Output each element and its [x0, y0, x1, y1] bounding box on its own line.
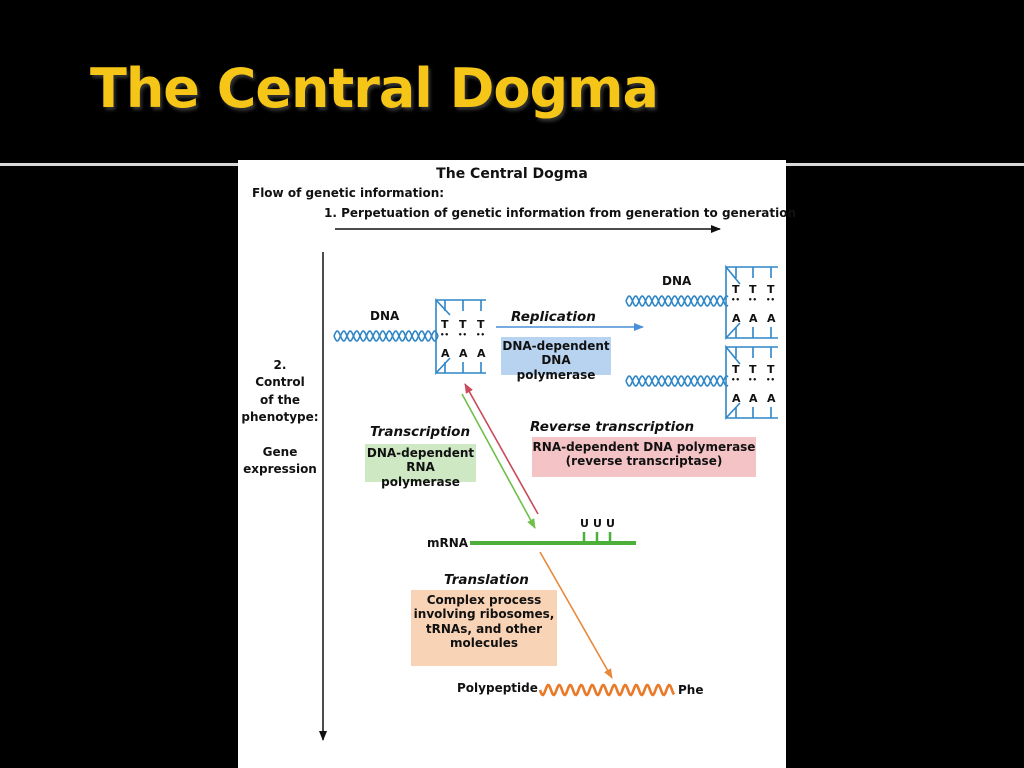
reverse-transcription-enzyme-box: RNA-dependent DNA polymerase (reverse tr… — [532, 437, 756, 477]
dna-helix-parent — [333, 297, 486, 376]
base-t: T — [459, 318, 467, 331]
base-pair: •• — [766, 376, 775, 384]
dna-helix-daughter-top — [625, 264, 778, 341]
polypeptide-chain — [538, 683, 676, 697]
base-a: A — [441, 347, 450, 360]
base-a: A — [459, 347, 468, 360]
enzyme-line: RNA-dependent DNA polymerase — [532, 440, 756, 454]
transcription-enzyme-box: DNA-dependent RNA polymerase — [365, 444, 476, 489]
reverse-transcription-arrow — [464, 383, 539, 515]
reverse-transcription-label: Reverse transcription — [530, 419, 695, 435]
base-t: T — [732, 363, 740, 376]
process-line: involving ribosomes, — [413, 607, 555, 622]
mrna-strand — [470, 532, 636, 545]
process-line: molecules — [449, 636, 519, 651]
base-pair: •• — [766, 296, 775, 304]
base-t: T — [749, 283, 757, 296]
base-pair: •• — [440, 331, 449, 339]
gene-expression-line: expression — [243, 462, 317, 477]
dna-label-parent: DNA — [370, 309, 400, 323]
base-pair: •• — [748, 376, 757, 384]
base-a: A — [732, 392, 741, 405]
base-a: A — [767, 312, 776, 325]
dna-label-daughter: DNA — [662, 274, 692, 288]
flow-heading: Flow of genetic information: — [252, 186, 445, 200]
base-pair: •• — [731, 376, 740, 384]
base-t: T — [749, 363, 757, 376]
polypeptide-label: Polypeptide — [457, 681, 538, 695]
replication-enzyme-box: DNA-dependent DNA polymerase — [501, 337, 611, 382]
control-line: 2. — [273, 358, 287, 372]
phe-label: Phe — [678, 683, 704, 697]
base-u: U — [593, 517, 602, 530]
enzyme-line: DNA-dependent — [502, 339, 610, 353]
transcription-label: Transcription — [370, 424, 471, 440]
phenotype-control-label: 2. Control of the phenotype: — [240, 357, 320, 427]
translation-arrow — [539, 551, 613, 679]
base-pair: •• — [748, 296, 757, 304]
enzyme-line: RNA polymerase — [381, 460, 460, 489]
base-pair: •• — [476, 331, 485, 339]
base-a: A — [767, 392, 776, 405]
translation-process-box: Complex process involving ribosomes, tRN… — [411, 590, 557, 666]
enzyme-line: (reverse transcriptase) — [565, 454, 723, 469]
control-line: Control — [255, 375, 305, 390]
gene-expression-line: Gene — [262, 445, 298, 459]
base-t: T — [732, 283, 740, 296]
base-pair: •• — [458, 331, 467, 339]
mrna-label: mRNA — [427, 536, 469, 550]
slide-title: The Central Dogma — [90, 57, 659, 120]
gene-expression-label: Gene expression — [240, 444, 320, 479]
dna-helix-daughter-bottom — [625, 344, 778, 421]
base-a: A — [749, 392, 758, 405]
base-t: T — [767, 363, 775, 376]
process-line: tRNAs, and other — [425, 621, 543, 636]
perpetuation-label: 1. Perpetuation of genetic information f… — [324, 206, 797, 220]
base-t: T — [767, 283, 775, 296]
base-t: T — [441, 318, 449, 331]
base-u: U — [580, 517, 589, 530]
central-dogma-figure: The Central Dogma Flow of genetic inform… — [238, 160, 796, 768]
figure-title: The Central Dogma — [436, 166, 588, 182]
control-line: of the — [259, 392, 301, 407]
enzyme-line: DNA polymerase — [516, 353, 596, 382]
process-line: Complex process — [426, 593, 542, 607]
transcription-arrow — [461, 393, 536, 529]
base-u: U — [606, 517, 615, 530]
replication-label: Replication — [511, 309, 596, 325]
base-t: T — [477, 318, 485, 331]
diagram-canvas — [319, 225, 778, 741]
base-a: A — [477, 347, 486, 360]
control-line: phenotype: — [241, 410, 319, 425]
base-pair: •• — [731, 296, 740, 304]
base-a: A — [749, 312, 758, 325]
base-a: A — [732, 312, 741, 325]
translation-label: Translation — [444, 572, 529, 588]
enzyme-line: DNA-dependent — [366, 446, 475, 460]
